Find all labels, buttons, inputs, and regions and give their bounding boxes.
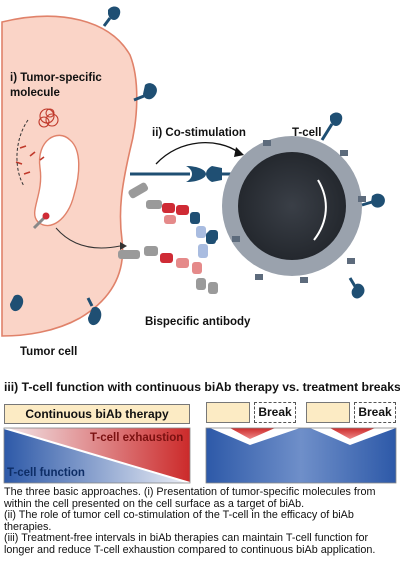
mechanism-diagram: i) Tumor-specific molecule ii) Co-stimul… — [1, 6, 385, 358]
bispecific-antibody-lower — [118, 232, 218, 294]
bispecific-antibody-upper — [128, 182, 218, 241]
section-iii-title: iii) T-cell function with continuous biA… — [4, 380, 400, 394]
therapy-box-1 — [206, 402, 250, 423]
caption-line-1: The three basic approaches. (i) Presenta… — [4, 486, 376, 510]
breaks-panel — [205, 427, 397, 484]
tumor-molecule-label-line2: molecule — [10, 87, 60, 99]
break-box-2: Break — [354, 402, 396, 423]
tumor-molecule-label-line1: i) Tumor-specific — [10, 72, 102, 84]
tumor-cell-label: Tumor cell — [20, 346, 77, 358]
transport-arrow — [55, 227, 121, 249]
mhc-molecule — [32, 212, 50, 230]
peptide-fragments — [15, 145, 45, 175]
therapy-box-2 — [306, 402, 350, 423]
tcell-label: T-cell — [292, 127, 321, 139]
tumor-molecule-scribble — [38, 108, 59, 128]
caption-line-2: (ii) The role of tumor cell co-stimulati… — [4, 509, 354, 533]
exhaustion-label: T-cell exhaustion — [90, 432, 183, 444]
endosome — [33, 134, 80, 227]
tumor-surface-receptors — [10, 6, 157, 326]
continuous-therapy-box: Continuous biAb therapy — [4, 404, 190, 424]
function-exhaustion-bars: T-cell exhaustion T-cell function — [3, 427, 397, 484]
costim-pair — [130, 166, 236, 182]
caption-line-3: (iii) Treatment-free intervals in biAb t… — [4, 532, 376, 556]
processing-arrow — [16, 119, 29, 187]
costim-arrow — [155, 142, 239, 165]
break-box-1: Break — [254, 402, 296, 423]
function-label: T-cell function — [7, 467, 85, 479]
continuous-panel — [3, 427, 191, 484]
t-cell — [222, 112, 385, 299]
bispecific-label: Bispecific antibody — [145, 316, 251, 328]
figure-caption: The three basic approaches. (i) Presenta… — [4, 486, 396, 557]
costim-label: ii) Co-stimulation — [152, 127, 246, 139]
